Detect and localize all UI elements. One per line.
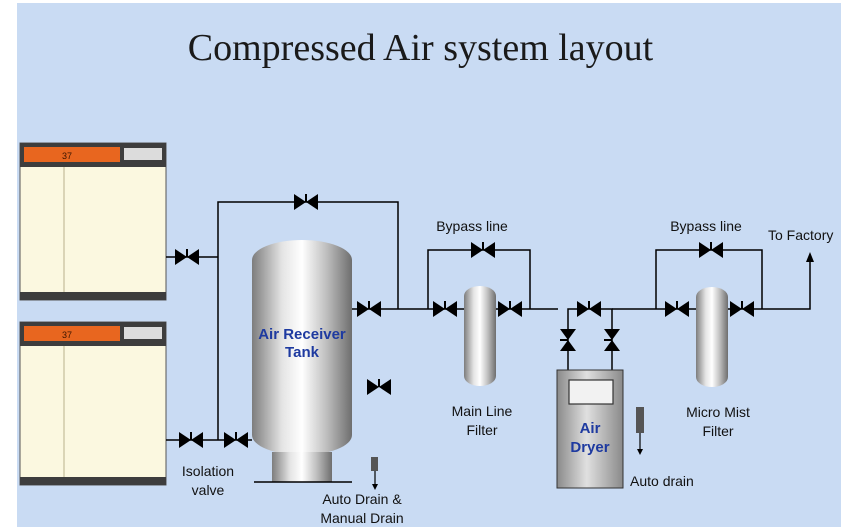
main-line-filter-label-line-2: Filter: [466, 422, 498, 438]
micro-filter-outlet-valve-icon[interactable]: [729, 300, 755, 318]
auto-manual-drain-label-line-1: Auto Drain &: [322, 491, 402, 507]
tank-outlet-valve-icon[interactable]: [356, 300, 382, 318]
tank-label-line-1: Air Receiver: [258, 326, 346, 343]
main-filter-inlet-valve-icon[interactable]: [432, 300, 458, 318]
micro-mist-filter-label-line-1: Micro Mist: [686, 404, 750, 420]
dryer-label: Air Dryer: [557, 419, 623, 457]
auto-manual-drain-label: Auto Drain & Manual Drain: [302, 490, 422, 528]
to-factory-label: To Factory: [768, 227, 834, 243]
dryer-inlet-valve-icon[interactable]: [559, 328, 577, 352]
tank-side-valve-icon[interactable]: [366, 378, 392, 396]
main-line-filter-label-line-1: Main Line: [451, 403, 513, 419]
compressor-2-display-icon: [24, 326, 120, 341]
compressor-1-display-icon: [24, 147, 120, 162]
to-factory-arrow-icon: [806, 252, 814, 262]
micro-mist-filter-label: Micro Mist Filter: [666, 403, 770, 441]
tank-label: Air Receiver Tank: [252, 326, 352, 362]
compressor-1-valve-icon[interactable]: [174, 248, 200, 266]
dryer-outlet-valve-icon[interactable]: [603, 328, 621, 352]
compressor-2-display: 37: [62, 330, 72, 340]
bypass-line-2-valve-icon[interactable]: [698, 241, 724, 259]
main-filter-outlet-valve-icon[interactable]: [497, 300, 523, 318]
air-receiver-tank: [252, 240, 378, 490]
micro-mist-filter: [696, 287, 728, 387]
dryer-label-line-1: Air: [579, 420, 601, 437]
isolation-valve-icon[interactable]: [178, 431, 204, 449]
micro-filter-inlet-valve-icon[interactable]: [664, 300, 690, 318]
diagram-title: Compressed Air system layout: [187, 27, 654, 69]
air-dryer: [556, 369, 644, 489]
isolation-valve-label: Isolation valve: [163, 462, 253, 500]
isolation-valve-label-line-1: Isolation: [181, 463, 235, 479]
bypass-line-2-label: Bypass line: [670, 218, 742, 234]
dryer-label-line-2: Dryer: [570, 439, 610, 456]
bypass-line-1-valve-icon[interactable]: [470, 241, 496, 259]
compressor-1: [19, 142, 167, 301]
auto-manual-drain-label-line-2: Manual Drain: [320, 510, 404, 526]
tank-label-line-2: Tank: [285, 344, 319, 361]
auto-drain-label: Auto drain: [630, 473, 694, 489]
compressor-2: [19, 321, 167, 486]
isolation-valve-label-line-2: valve: [191, 482, 225, 498]
dryer-header-valve-icon[interactable]: [576, 300, 602, 318]
isolation-valve-2-icon[interactable]: [223, 431, 249, 449]
micro-mist-filter-label-line-2: Filter: [702, 423, 734, 439]
bypass-line-1-label: Bypass line: [436, 218, 508, 234]
tank-bypass-valve-icon[interactable]: [293, 193, 319, 211]
main-line-filter: [464, 286, 496, 386]
compressor-1-display: 37: [62, 151, 72, 161]
main-line-filter-label: Main Line Filter: [430, 402, 534, 440]
